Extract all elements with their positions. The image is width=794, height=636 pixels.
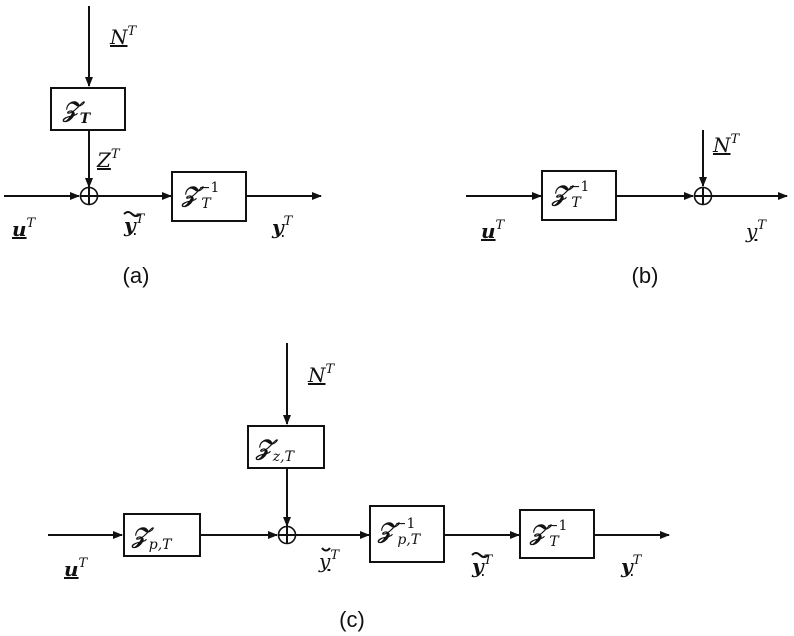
block-zzT-c (247, 425, 325, 469)
block-zzT-c-label: 𝒵z,T (255, 435, 296, 465)
block-zpT-c (123, 513, 201, 557)
tilde-ytilde-a (123, 211, 141, 217)
label-noise-c: NT (307, 362, 336, 387)
label-ytilde-c: yT (471, 553, 494, 578)
caption-c: (c) (339, 607, 365, 632)
caption-b: (b) (632, 263, 659, 288)
block-zpT-inverse-c (369, 505, 445, 563)
block-zT-inverse-c (519, 509, 595, 559)
label-ytilde-a: yT (123, 212, 146, 237)
label-noise-b: NT (712, 132, 741, 157)
label-z-signal-a: ZT (96, 147, 121, 172)
label-output-b: yT (745, 218, 767, 243)
block-zT-inverse-b (541, 170, 617, 221)
label-output-c: yT (620, 553, 643, 578)
label-input-c: uT (64, 556, 89, 581)
label-input-b: uT (481, 218, 506, 243)
label-output-a: yT (271, 214, 294, 239)
label-noise-a: NT (109, 24, 138, 49)
label-input-a: uT (12, 216, 37, 241)
tilde-ytilde-c (471, 552, 489, 558)
block-zpT-c-label: 𝒵p,T (131, 523, 173, 553)
caption-a: (a) (123, 263, 150, 288)
block-zT-a-label: 𝒵T (62, 97, 92, 127)
label-ybreve-c: yT (318, 548, 340, 573)
breve-ybreve-c (321, 547, 331, 552)
